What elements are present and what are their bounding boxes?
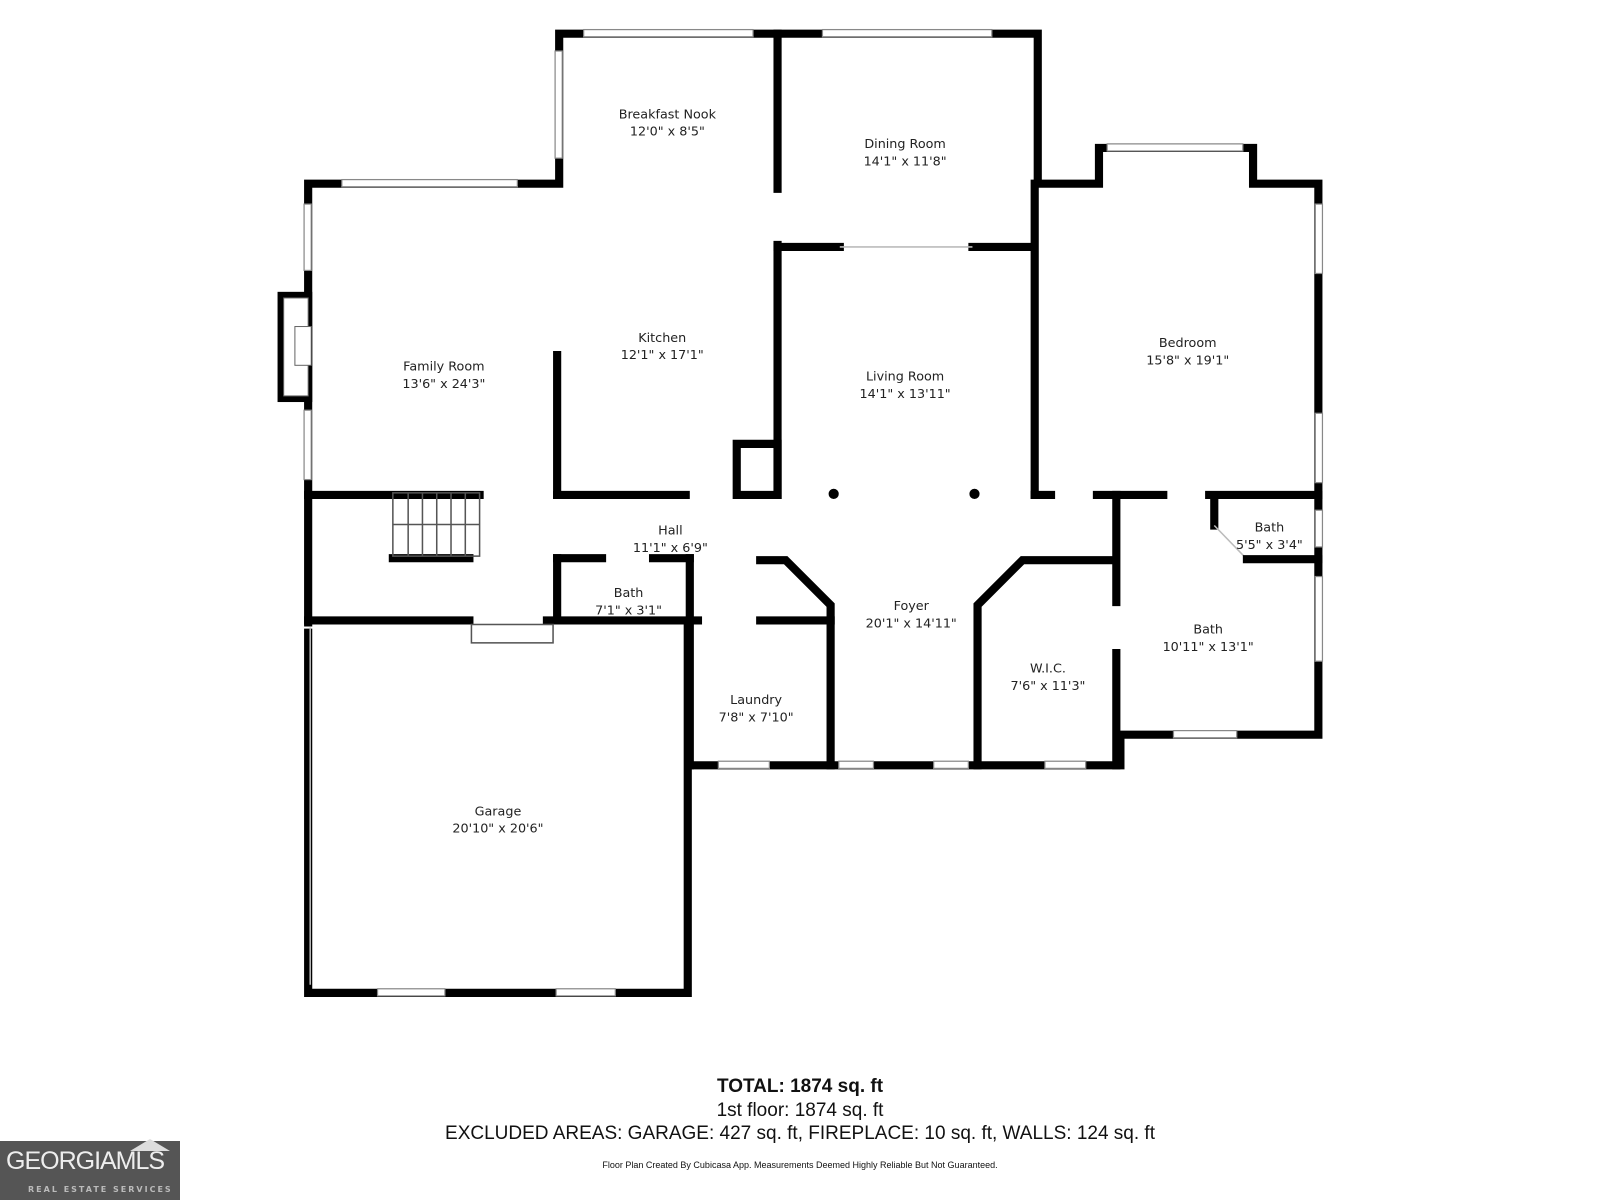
room-size: 15'8" x 19'1" bbox=[1146, 353, 1229, 368]
room-name: W.I.C. bbox=[1030, 661, 1066, 676]
room-size: 10'11" x 13'1" bbox=[1163, 640, 1254, 655]
room-name: Bath bbox=[1193, 623, 1223, 638]
windows bbox=[303, 28, 1324, 997]
walls bbox=[277, 29, 1323, 997]
room-name: Breakfast Nook bbox=[619, 107, 717, 122]
room-labels: Breakfast Nook 12'0" x 8'5" Dining Room … bbox=[402, 107, 1302, 836]
disclaimer: Floor Plan Created By Cubicasa App. Meas… bbox=[602, 1160, 998, 1170]
room-size: 20'1" x 14'11" bbox=[866, 617, 957, 632]
room-size: 12'0" x 8'5" bbox=[630, 125, 705, 140]
room-name: Living Room bbox=[866, 370, 944, 385]
floor-area: 1st floor: 1874 sq. ft bbox=[716, 1100, 884, 1121]
room-size: 20'10" x 20'6" bbox=[452, 822, 543, 837]
room-name: Kitchen bbox=[638, 331, 686, 346]
room-size: 14'1" x 13'11" bbox=[860, 387, 951, 402]
room-size: 5'5" x 3'4" bbox=[1236, 538, 1303, 553]
column bbox=[969, 488, 980, 499]
logo-name: GEORGIAMLS bbox=[6, 1147, 165, 1175]
fireplace bbox=[277, 291, 313, 403]
room-size: 7'6" x 11'3" bbox=[1010, 679, 1085, 694]
room-size: 7'8" x 7'10" bbox=[719, 710, 794, 725]
room-size: 13'6" x 24'3" bbox=[402, 377, 485, 392]
room-size: 11'1" x 6'9" bbox=[633, 541, 708, 556]
stairs bbox=[392, 492, 481, 557]
room-name: Bath bbox=[1255, 521, 1285, 536]
room-size: 14'1" x 11'8" bbox=[864, 154, 947, 169]
excluded-areas: EXCLUDED AREAS: GARAGE: 427 sq. ft, FIRE… bbox=[445, 1123, 1155, 1144]
total-area: TOTAL: 1874 sq. ft bbox=[716, 1076, 884, 1097]
room-name: Foyer bbox=[894, 599, 930, 614]
room-size: 7'1" x 3'1" bbox=[595, 603, 662, 618]
room-size: 12'1" x 17'1" bbox=[621, 348, 704, 363]
logo-subtitle: REAL ESTATE SERVICES bbox=[28, 1185, 173, 1194]
column bbox=[828, 488, 839, 499]
room-name: Family Room bbox=[403, 359, 484, 374]
room-name: Bath bbox=[614, 586, 644, 601]
georgia-mls-logo: GEORGIAMLS REAL ESTATE SERVICES bbox=[0, 1139, 180, 1200]
room-name: Bedroom bbox=[1159, 336, 1217, 351]
room-name: Garage bbox=[475, 804, 522, 819]
room-name: Hall bbox=[658, 524, 683, 539]
room-name: Dining Room bbox=[864, 137, 946, 152]
roof-icon bbox=[130, 1139, 170, 1151]
room-name: Laundry bbox=[730, 693, 782, 708]
